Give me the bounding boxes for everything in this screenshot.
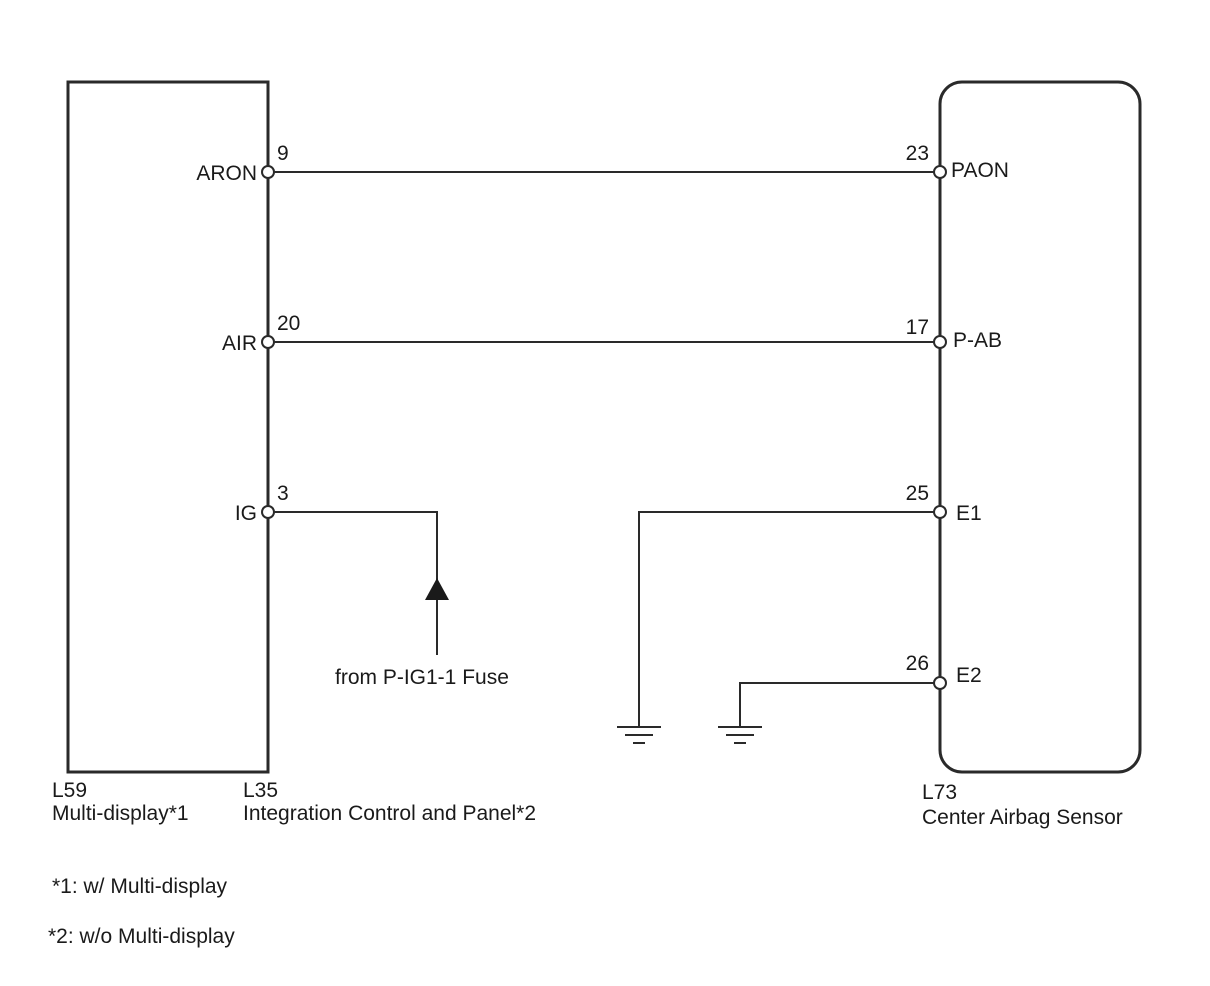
power-arrow-icon [425, 578, 449, 600]
pin-signal-pab: P-AB [953, 329, 1002, 352]
terminal-aron [261, 165, 275, 179]
ground-icon-e2 [718, 726, 762, 744]
wire-e1-ground [638, 511, 934, 727]
pin-number-20: 20 [277, 312, 300, 335]
terminal-e2 [933, 676, 947, 690]
ground-icon-e1 [617, 726, 661, 744]
footnote-1: *1: w/ Multi-display [52, 875, 228, 898]
terminal-ig [261, 505, 275, 519]
left-component-name-1: Multi-display*1 [52, 802, 189, 825]
pin-signal-paon: PAON [951, 159, 1009, 182]
left-component-id-1: L59 [52, 779, 87, 802]
terminal-pab [933, 335, 947, 349]
wire-e2-ground [739, 682, 934, 727]
right-component-box [938, 80, 1142, 774]
power-source-label: from P-IG1-1 Fuse [335, 666, 509, 689]
terminal-e1 [933, 505, 947, 519]
pin-signal-e1: E1 [956, 502, 982, 525]
pin-number-17: 17 [906, 316, 929, 339]
pin-signal-aron: ARON [196, 162, 257, 185]
pin-signal-ig: IG [235, 502, 257, 525]
pin-number-26: 26 [906, 652, 929, 675]
pin-number-25: 25 [906, 482, 929, 505]
terminal-paon [933, 165, 947, 179]
terminal-air [261, 335, 275, 349]
left-component-name-2: Integration Control and Panel*2 [243, 802, 536, 825]
left-component-box [66, 80, 270, 774]
footnote-2: *2: w/o Multi-display [48, 925, 235, 948]
pin-signal-e2: E2 [956, 664, 982, 687]
pin-signal-air: AIR [222, 332, 257, 355]
pin-number-23: 23 [906, 142, 929, 165]
pin-number-9: 9 [277, 142, 289, 165]
left-component-id-2: L35 [243, 779, 278, 802]
pin-number-3: 3 [277, 482, 289, 505]
wire-ig-fuse [274, 511, 438, 585]
right-component-id: L73 [922, 781, 957, 804]
right-component-name: Center Airbag Sensor [922, 806, 1123, 829]
